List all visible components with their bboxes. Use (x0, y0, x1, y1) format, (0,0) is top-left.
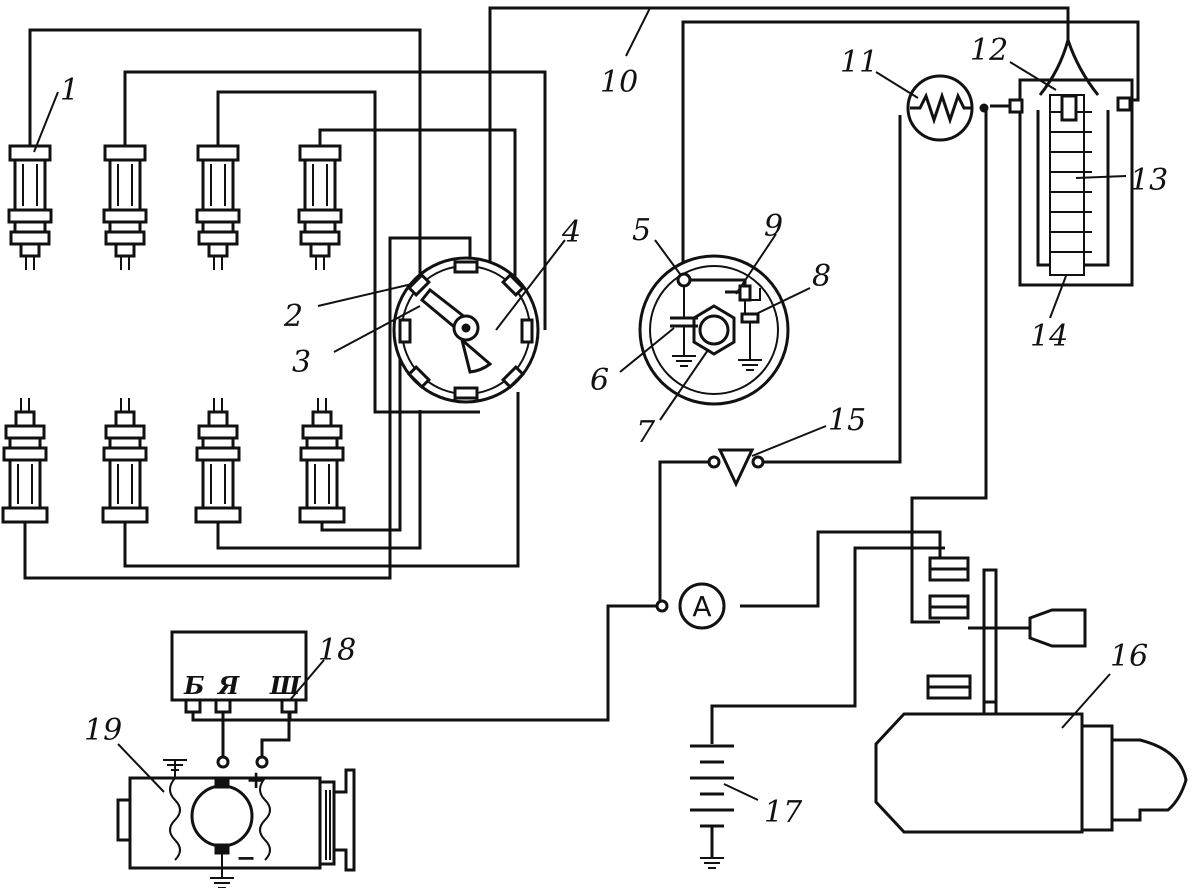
additional-resistor (906, 74, 989, 142)
label-9: 9 (764, 209, 783, 244)
generator-minus: − (236, 843, 256, 872)
reference-numbers: 1 2 3 4 5 6 7 8 9 10 11 12 13 14 15 16 1… (60, 33, 1168, 830)
high-tension-lead (488, 6, 1070, 314)
wire-plug-6 (123, 392, 520, 568)
voltage-regulator: Б Я Ш (170, 630, 308, 760)
generator: − + (116, 755, 356, 888)
label-13: 13 (1130, 163, 1168, 198)
spark-plug-2 (102, 144, 148, 272)
battery-lead (710, 546, 945, 740)
label-18: 18 (318, 633, 356, 668)
spark-plug-3 (195, 144, 241, 272)
wire-plug-3 (216, 90, 480, 414)
label-15: 15 (828, 403, 866, 438)
spark-plugs-bottom-row (1, 396, 346, 524)
label-16: 16 (1110, 639, 1148, 674)
spark-plugs-top-row (7, 144, 343, 272)
leader-lines (33, 7, 1127, 801)
spark-plug-7 (194, 396, 242, 524)
label-14: 14 (1030, 319, 1068, 354)
label-6: 6 (590, 363, 609, 398)
wire-plug-7 (216, 410, 422, 550)
label-12: 12 (970, 33, 1008, 68)
breaker (638, 254, 790, 406)
label-3: 3 (292, 345, 311, 380)
wiring (23, 6, 1140, 740)
label-1: 1 (60, 73, 79, 108)
label-8: 8 (812, 259, 831, 294)
regulator-terminal-sh: Ш (269, 671, 302, 700)
generator-plus: + (246, 765, 266, 794)
spark-plug-8 (298, 396, 346, 524)
ignition-coil (1008, 34, 1134, 287)
starter-motor (874, 700, 1188, 834)
distributor (392, 256, 540, 404)
label-11: 11 (840, 45, 878, 80)
spark-plug-5 (1, 396, 49, 524)
ammeter-symbol: A (692, 590, 711, 623)
wire-plug-2 (123, 70, 547, 330)
switch-ammeter-lead (658, 460, 714, 606)
wire-plug-5 (23, 236, 472, 580)
label-10: 10 (600, 65, 638, 100)
label-5: 5 (632, 213, 651, 248)
label-4: 4 (561, 215, 581, 250)
regulator-terminal-ya: Я (216, 671, 240, 700)
ammeter-starter-lead (740, 530, 942, 608)
wire-plug-8 (320, 330, 402, 532)
ammeter: A (655, 582, 726, 630)
starter-relay (926, 556, 1087, 704)
wire-plug-4 (318, 128, 517, 290)
spark-plug-4 (297, 144, 343, 272)
resistor-starter-lead (910, 110, 988, 624)
spark-plug-1 (7, 144, 53, 272)
resistor-switch-lead (760, 115, 902, 464)
wire-plug-1 (28, 28, 422, 290)
label-2: 2 (283, 299, 303, 334)
regulator-terminal-b: Б (183, 671, 205, 700)
battery (690, 740, 734, 869)
label-7: 7 (636, 415, 656, 450)
label-17: 17 (764, 795, 803, 830)
ignition-switch (707, 448, 765, 488)
label-19: 19 (84, 713, 122, 748)
spark-plug-6 (101, 396, 149, 524)
